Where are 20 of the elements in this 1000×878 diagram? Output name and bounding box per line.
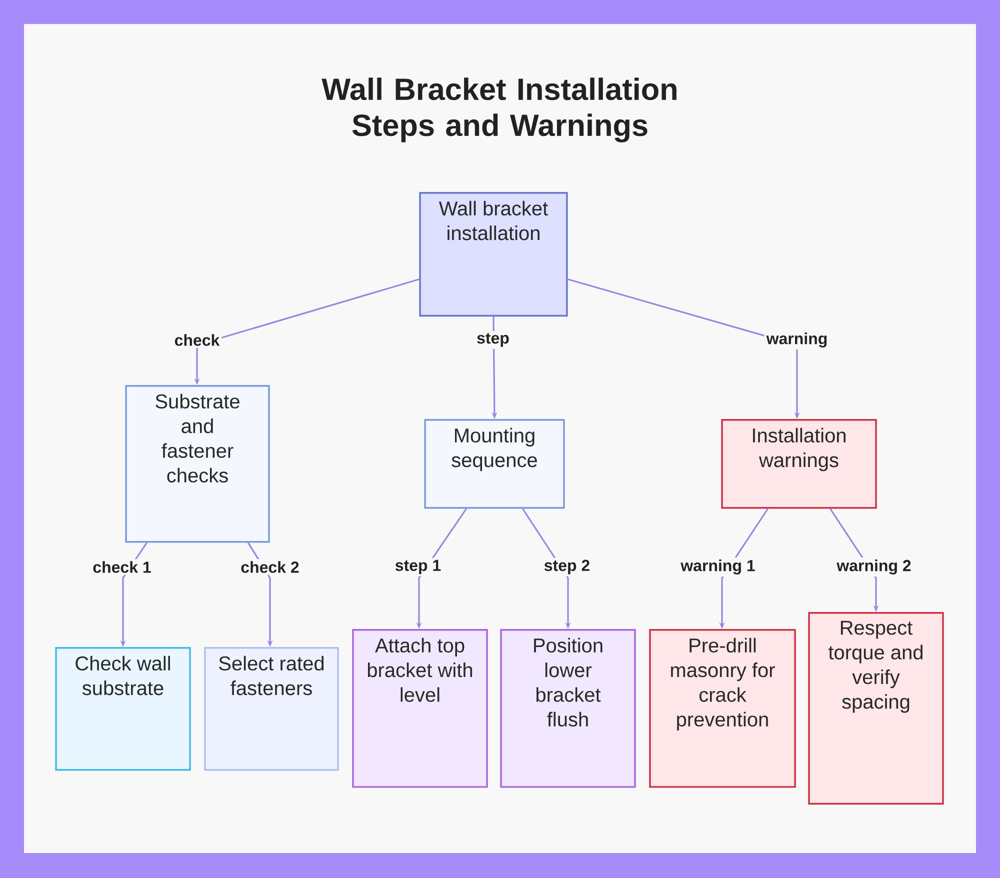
edge-label: step 2 xyxy=(542,558,592,576)
edge-label: check 2 xyxy=(238,559,302,575)
process-box: Substrate and fastener checks xyxy=(125,385,270,543)
edge-label: check xyxy=(172,332,222,348)
process-box: Position lower bracket flush xyxy=(500,629,636,788)
process-box: Installation warnings xyxy=(721,419,877,509)
process-box: Respect torque and verify spacing xyxy=(808,612,944,805)
process-box: Wall bracket installation xyxy=(419,192,568,317)
title: Wall Bracket Installation Steps and Warnings xyxy=(322,78,676,142)
process-box: Mounting sequence xyxy=(424,419,565,509)
edge-label: check 1 xyxy=(90,559,154,575)
process-box: Select rated fasteners xyxy=(204,647,339,771)
edge-label: warning 1 xyxy=(678,558,758,576)
edge-label: warning 2 xyxy=(834,558,914,576)
edge-label: step 1 xyxy=(392,558,444,576)
process-box: Pre-drill masonry for crack prevention xyxy=(649,629,796,788)
edge-label: warning xyxy=(764,330,830,350)
process-box: Check wall substrate xyxy=(55,647,191,771)
edge-label: step xyxy=(474,331,512,349)
process-box: Attach top bracket with level xyxy=(352,629,488,788)
